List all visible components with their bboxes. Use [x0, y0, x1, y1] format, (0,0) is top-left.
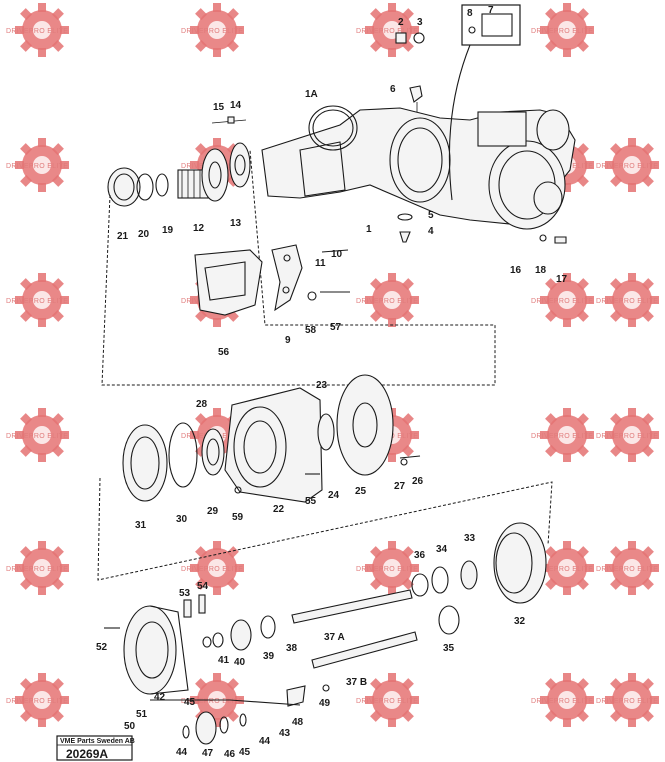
callout-label: 6	[390, 84, 396, 95]
callout-label: 10	[331, 249, 343, 260]
callout-label: 14	[230, 100, 242, 111]
callout-label: 36	[414, 550, 426, 561]
callout-label: 1A	[305, 89, 318, 100]
callout-label: 49	[319, 698, 331, 709]
callout-label: 40	[234, 657, 246, 668]
watermark-text: DRIVEPRO ELITE	[356, 566, 418, 573]
watermark-text: DRIVEPRO ELITE	[356, 298, 418, 305]
callout-label: 39	[263, 651, 275, 662]
callout-label: 9	[285, 335, 291, 346]
footer-reference: VME Parts Sweden AB 20269A	[56, 735, 135, 761]
callout-label: 50	[124, 721, 136, 732]
axle-housing-group	[261, 4, 576, 244]
callout-label: 59	[232, 512, 244, 523]
watermark-text: DRIVEPRO ELITE	[531, 433, 593, 440]
callout-label: 3	[417, 17, 423, 28]
callout-label: 26	[412, 476, 424, 487]
watermark-text: DRIVEPRO ELITE	[531, 28, 593, 35]
callout-label: 12	[193, 223, 205, 234]
callout-label: 58	[305, 325, 317, 336]
callout-label: 1	[366, 224, 372, 235]
planetary-shaft-group	[104, 522, 547, 745]
watermark-text: DRIVEPRO ELITE	[6, 698, 68, 705]
callout-label: 27	[394, 481, 406, 492]
callout-label: 23	[316, 380, 328, 391]
callout-label: 52	[96, 642, 108, 653]
watermark-text: DRIVEPRO ELITE	[596, 433, 658, 440]
callout-label: 54	[197, 581, 209, 592]
callout-label: 4	[428, 226, 434, 237]
callout-label: 34	[436, 544, 448, 555]
callout-label: 20	[138, 229, 150, 240]
callout-label: 42	[154, 692, 166, 703]
callout-label: 38	[286, 643, 298, 654]
watermark-text: DRIVEPRO ELITE	[6, 298, 68, 305]
watermark-text: DRIVEPRO ELITE	[6, 28, 68, 35]
watermark-text: DRIVEPRO ELITE	[531, 298, 593, 305]
callout-label: 43	[279, 728, 291, 739]
callout-label: 44	[176, 747, 188, 758]
callout-label: 32	[514, 616, 526, 627]
hub-brake-group	[97, 374, 553, 581]
callout-label: 16	[510, 265, 522, 276]
watermark-text: DRIVEPRO ELITE	[356, 698, 418, 705]
watermark-text: DRIVEPRO ELITE	[181, 566, 243, 573]
callout-label: 53	[179, 588, 191, 599]
callout-label: 57	[330, 322, 342, 333]
callout-label: 44	[259, 736, 271, 747]
hub-bearing-stack	[101, 116, 496, 386]
callout-label: 30	[176, 514, 188, 525]
watermark-text: DRIVEPRO ELITE	[181, 28, 243, 35]
watermark-text: DRIVEPRO ELITE	[181, 698, 243, 705]
callout-label: 56	[218, 347, 230, 358]
callout-label: 29	[207, 506, 219, 517]
footer-reference-number: 20269A	[66, 747, 108, 761]
callout-label: 28	[196, 399, 208, 410]
footer-publisher: VME Parts Sweden AB	[60, 738, 135, 745]
callout-label: 11	[315, 258, 326, 269]
callout-label: 17	[556, 274, 568, 285]
callout-label: 21	[117, 231, 129, 242]
watermark-text: DRIVEPRO ELITE	[6, 433, 68, 440]
callout-label: 7	[488, 5, 494, 16]
callout-label: 33	[464, 533, 476, 544]
watermark-text: DRIVEPRO ELITE	[531, 566, 593, 573]
watermark-text: DRIVEPRO ELITE	[531, 698, 593, 705]
callout-label: 25	[355, 486, 367, 497]
watermark-text: DRIVEPRO ELITE	[356, 28, 418, 35]
callout-label: 41	[218, 655, 230, 666]
callout-label: 48	[292, 717, 304, 728]
callout-label: 24	[328, 490, 340, 501]
callout-label: 35	[443, 643, 455, 654]
callout-label: 55	[305, 496, 317, 507]
watermark-text: DRIVEPRO ELITE	[6, 566, 68, 573]
callout-label: 46	[224, 749, 236, 760]
callout-label: 8	[467, 8, 473, 19]
callout-label: 19	[162, 225, 174, 236]
callout-label: 5	[428, 210, 434, 221]
callout-label: 37 B	[346, 677, 367, 688]
bracket-group	[194, 244, 350, 316]
callout-label: 47	[202, 748, 214, 759]
callout-label: 18	[535, 265, 547, 276]
callout-label: 13	[230, 218, 242, 229]
callout-label: 2	[398, 17, 404, 28]
callout-label: 22	[273, 504, 285, 515]
callout-label: 31	[135, 520, 147, 531]
callout-label: 45	[239, 747, 251, 758]
watermark-text: DRIVEPRO ELITE	[596, 298, 658, 305]
callout-label: 45	[184, 697, 196, 708]
watermark-text: DRIVEPRO ELITE	[596, 698, 658, 705]
watermark-text: DRIVEPRO ELITE	[596, 566, 658, 573]
callout-label: 37 A	[324, 632, 345, 643]
watermark-text: DRIVEPRO ELITE	[6, 163, 68, 170]
watermark-text: DRIVEPRO ELITE	[596, 163, 658, 170]
callout-label: 51	[136, 709, 148, 720]
callout-label: 15	[213, 102, 225, 113]
